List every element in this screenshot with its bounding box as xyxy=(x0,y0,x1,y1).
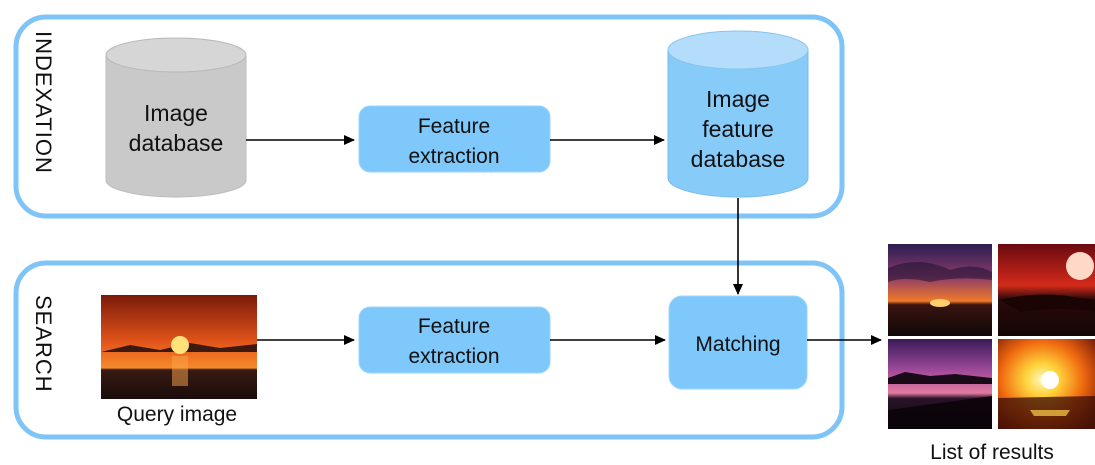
image-feature-database-label-line3: database xyxy=(691,146,786,172)
results-caption: List of results xyxy=(930,441,1054,464)
search-panel xyxy=(13,260,845,440)
feature-extraction-box-search: Feature extraction xyxy=(358,306,551,374)
results-grid xyxy=(888,244,1095,429)
image-feature-database-label-line1: Image xyxy=(706,86,770,112)
result-image-4 xyxy=(998,339,1095,429)
image-feature-database-label-line2: feature xyxy=(702,116,774,142)
search-section-label: SEARCH xyxy=(31,295,56,393)
image-feature-database-cylinder: Image feature database xyxy=(667,30,809,198)
feature-extraction-search-line1: Feature xyxy=(418,315,490,338)
feature-extraction-indexation-line1: Feature xyxy=(418,115,490,138)
feature-extraction-indexation-line2: extraction xyxy=(408,145,499,168)
result-image-1 xyxy=(888,244,992,336)
indexation-panel xyxy=(13,14,845,219)
image-database-label-line1: Image xyxy=(144,100,208,126)
matching-label: Matching xyxy=(695,333,780,356)
result-image-3 xyxy=(888,339,992,429)
query-image xyxy=(101,295,257,399)
indexation-section-label: INDEXATION xyxy=(31,31,56,174)
result-image-2 xyxy=(998,244,1095,336)
feature-extraction-box-indexation: Feature extraction xyxy=(358,105,551,173)
image-database-label-line2: database xyxy=(129,130,224,156)
image-database-cylinder: Image database xyxy=(105,37,247,198)
feature-extraction-search-line2: extraction xyxy=(408,345,499,368)
matching-box: Matching xyxy=(668,295,808,390)
query-image-caption: Query image xyxy=(117,403,237,426)
